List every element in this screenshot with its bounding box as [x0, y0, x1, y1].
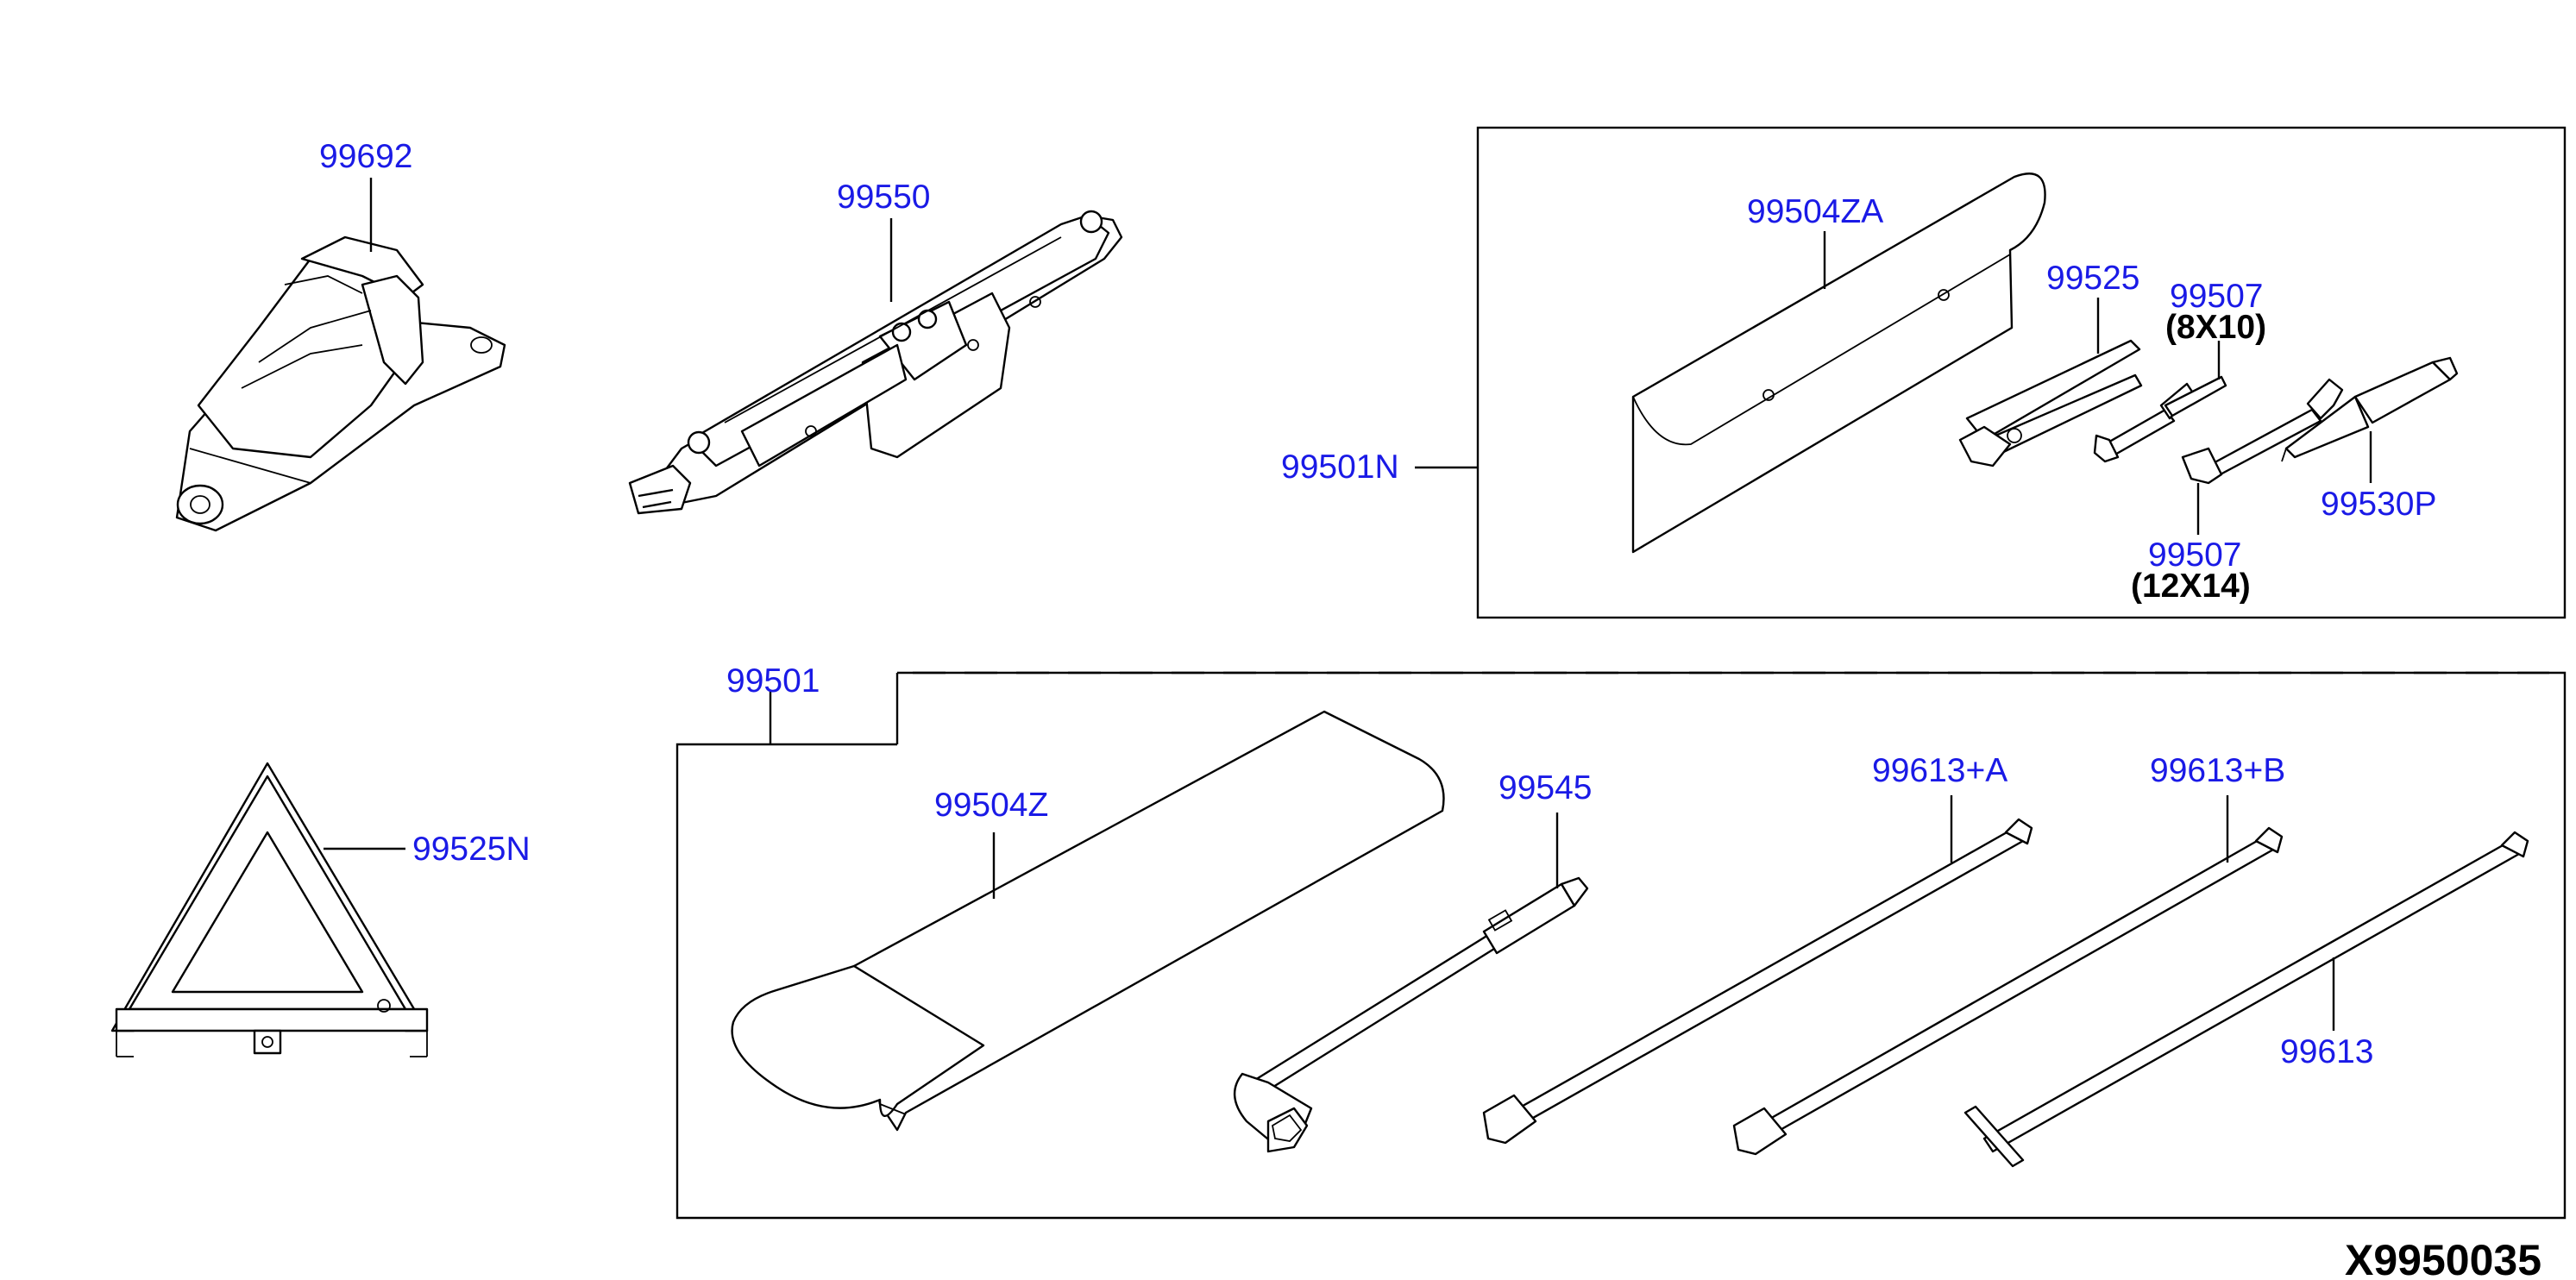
part-label-99613A: 99613+A	[1872, 752, 2007, 789]
part-label-99501N: 99501N	[1281, 449, 1399, 486]
extension-bar-a-illustration	[1482, 818, 2033, 1145]
warning-triangle-illustration	[110, 762, 429, 1057]
part-label-99545: 99545	[1498, 769, 1592, 806]
part-label-99525N: 99525N	[412, 831, 531, 868]
screwdriver-illustration	[2281, 356, 2459, 462]
part-label-99550: 99550	[837, 179, 930, 216]
part-label-99692: 99692	[319, 138, 412, 175]
part-label-99613B: 99613+B	[2150, 752, 2285, 789]
tool-bag-long-illustration	[731, 710, 1445, 1132]
pliers-illustration	[1958, 339, 2143, 467]
part-label-99507-b: 99507	[2148, 536, 2241, 574]
extension-bar-b-illustration	[1732, 826, 2284, 1156]
part-size-99507-b: (12X14)	[2131, 568, 2251, 605]
part-label-99507-a: 99507	[2170, 278, 2263, 315]
part-label-99613: 99613	[2280, 1033, 2373, 1070]
tool-kit-box	[1476, 126, 2567, 619]
wrench-large-illustration	[2181, 378, 2344, 485]
drawing-code: X9950035	[2345, 1236, 2541, 1280]
part-label-99504ZA: 99504ZA	[1747, 193, 1883, 230]
tool-bag-illustration	[1631, 173, 2046, 554]
scissor-jack-illustration	[628, 210, 1123, 515]
part-label-99501-partial: 99501	[726, 662, 820, 700]
part-size-99507-a: (8X10)	[2165, 309, 2266, 346]
part-label-99525: 99525	[2046, 260, 2139, 297]
wheel-chock-illustration	[175, 235, 506, 532]
wrench-small-illustration	[2093, 375, 2227, 463]
lug-wrench-illustration	[1233, 876, 1589, 1153]
part-label-99530P: 99530P	[2321, 486, 2436, 523]
t-handle-bar-illustration	[1963, 831, 2529, 1168]
part-label-99504Z: 99504Z	[934, 787, 1048, 824]
